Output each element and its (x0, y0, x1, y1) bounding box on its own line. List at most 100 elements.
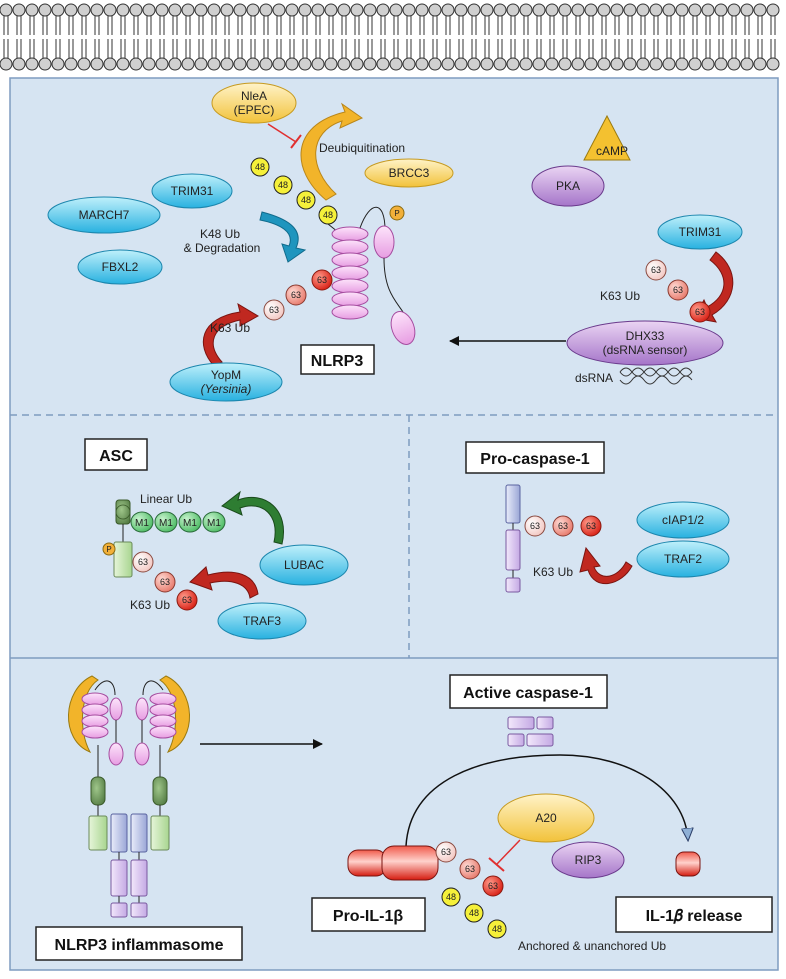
yopm-ellipse (169, 362, 283, 402)
svg-text:63: 63 (269, 305, 279, 315)
svg-text:48: 48 (492, 924, 502, 934)
trim31-right-label: TRIM31 (679, 225, 722, 239)
k63-left-label: K63 Ub (210, 321, 250, 335)
traf3-label: TRAF3 (243, 614, 281, 628)
lipid-head (116, 57, 130, 71)
lipid-head (64, 57, 78, 71)
lubac-label: LUBAC (284, 558, 324, 572)
svg-text:63: 63 (488, 881, 498, 891)
lipid-head (272, 57, 286, 71)
lipid-head (571, 57, 585, 71)
svg-text:63: 63 (586, 521, 596, 531)
svg-text:48: 48 (446, 892, 456, 902)
lipid-head (51, 57, 65, 71)
lipid-head (506, 3, 520, 17)
nlrp3-title-box (300, 344, 375, 375)
lipid-head (12, 3, 26, 17)
lipid-head (12, 57, 26, 71)
lipid-head (207, 3, 221, 17)
lipid-head (727, 3, 741, 17)
lipid-head (363, 57, 377, 71)
lipid-head (246, 3, 260, 17)
svg-text:P: P (106, 545, 111, 554)
svg-text:48: 48 (255, 162, 265, 172)
phospho-nlrp3 (389, 205, 405, 221)
m1-chain: M1 M1 M1 M1 (130, 511, 226, 533)
lipid-head (168, 3, 182, 17)
lipid-head (597, 3, 611, 17)
il1b-release-title-box (615, 896, 773, 933)
lipid-head (753, 57, 767, 71)
lipid-head (597, 57, 611, 71)
active-casp-title: Active caspase-1 (463, 685, 593, 702)
svg-text:63: 63 (317, 275, 327, 285)
lipid-head (519, 57, 533, 71)
k63-ub-chain-asc: 63 63 63 (132, 551, 198, 611)
lipid-head (688, 3, 702, 17)
lipid-head (415, 3, 429, 17)
svg-text:63: 63 (182, 595, 192, 605)
lipid-head (142, 57, 156, 71)
lipid-head (311, 3, 325, 17)
pro-il1b-title-box (311, 897, 426, 932)
anchored-label: Anchored & unanchored Ub (518, 939, 666, 953)
lipid-head (285, 3, 299, 17)
cell-membrane (0, 3, 780, 71)
lipid-head (662, 57, 676, 71)
svg-text:P: P (394, 209, 399, 218)
k48-ub-chain: 48 48 48 48 (250, 157, 338, 225)
pro-il1b-title: Pro-IL-1β (333, 908, 403, 925)
lipid-head (220, 57, 234, 71)
lipid-head (545, 3, 559, 17)
lipid-head (428, 3, 442, 17)
lipid-head (0, 57, 13, 71)
lipid-head (77, 3, 91, 17)
lipid-head (259, 57, 273, 71)
lipid-head (376, 3, 390, 17)
k48-ub-chain-il1b: 48 48 48 (441, 887, 507, 939)
lipid-head (298, 57, 312, 71)
linear-ub-label: Linear Ub (140, 492, 192, 506)
lipid-head (545, 57, 559, 71)
lipid-head (766, 57, 780, 71)
lipid-head (246, 57, 260, 71)
lipid-head (532, 3, 546, 17)
brcc3-label: BRCC3 (389, 166, 430, 180)
dhx33-label: DHX33 (626, 329, 665, 343)
k48-degradation-arrow (259, 211, 307, 263)
lipid-head (506, 57, 520, 71)
traf2-label: TRAF2 (664, 552, 702, 566)
fbxl2-label: FBXL2 (102, 260, 139, 274)
lipid-head (532, 57, 546, 71)
lipid-head (155, 57, 169, 71)
dsrna-label: dsRNA (575, 371, 613, 385)
lipid-head (467, 3, 481, 17)
lipid-head (649, 3, 663, 17)
lipid-head (714, 3, 728, 17)
nlrp3-inflammasome-structure (68, 675, 190, 918)
trim31-left-ellipse (151, 173, 233, 209)
pka-ellipse (531, 165, 605, 207)
svg-text:63: 63 (651, 265, 661, 275)
lipid-head (441, 3, 455, 17)
nlrp3-protein: P (331, 205, 416, 345)
lipid-head (324, 3, 338, 17)
nlrp3-title: NLRP3 (311, 353, 364, 370)
active-casp-title-box (449, 674, 608, 709)
lipid-head (155, 3, 169, 17)
lipid-head (259, 3, 273, 17)
il1b-mature (675, 851, 701, 877)
dhx33-sublabel: (dsRNA sensor) (603, 343, 688, 357)
svg-text:63: 63 (530, 521, 540, 531)
lipid-head (389, 57, 403, 71)
lipid-head (298, 3, 312, 17)
lipid-head (350, 3, 364, 17)
nlea-inhibition-bar (290, 134, 302, 149)
lipid-head (480, 3, 494, 17)
lipid-head (714, 57, 728, 71)
k63-ub-chain-dhx33: 63 63 63 (645, 259, 711, 323)
lipid-head (116, 3, 130, 17)
pka-label: PKA (556, 179, 580, 193)
a20-inhibition-line (496, 839, 521, 865)
